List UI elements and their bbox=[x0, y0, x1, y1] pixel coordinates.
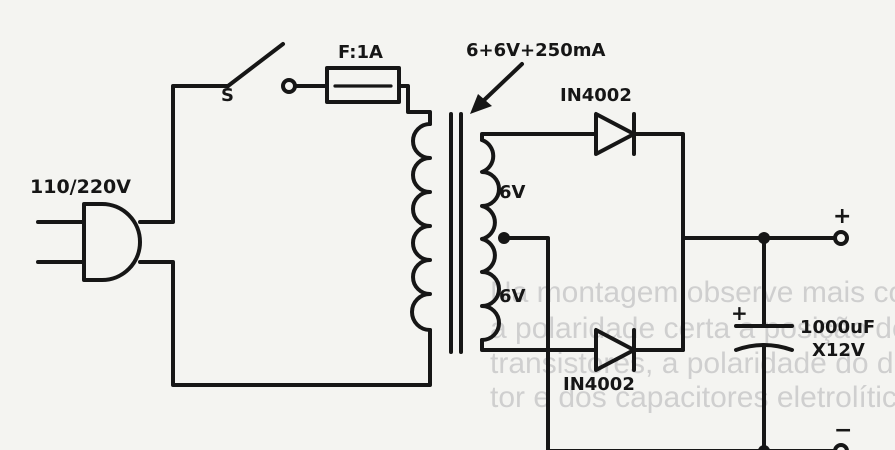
wire-secondary-top-to-diode bbox=[480, 132, 598, 142]
fuse: F:1A bbox=[294, 42, 401, 104]
switch-label: S bbox=[221, 85, 234, 106]
diode-top-label: IN4002 bbox=[560, 85, 632, 106]
positive-output-terminal[interactable] bbox=[833, 230, 849, 246]
capacitor-voltage-label: X12V bbox=[812, 340, 865, 361]
diode-bottom-label: IN4002 bbox=[563, 374, 635, 395]
wire-plug-to-switch bbox=[138, 84, 230, 224]
negative-junction-dot bbox=[758, 445, 770, 450]
pointer-arrow-shaft bbox=[478, 62, 524, 106]
plug-body bbox=[82, 202, 142, 282]
show-through-line-1: Na montagem observe mais componentes bbox=[490, 276, 895, 309]
tap-upper-label: 6V bbox=[499, 182, 526, 203]
fuse-rating-label: F:1A bbox=[338, 42, 383, 63]
switch-contact bbox=[281, 78, 297, 94]
transformer-rating-label: 6+6V+250mA bbox=[466, 40, 605, 61]
diode-bottom-triangle bbox=[594, 328, 636, 372]
tap-lower-label: 6V bbox=[499, 286, 526, 307]
negative-output-terminal[interactable] bbox=[833, 443, 849, 450]
primary-winding bbox=[410, 122, 432, 332]
diode-bottom: IN4002 bbox=[480, 328, 685, 395]
wire-fuse-to-primary bbox=[397, 84, 432, 126]
positive-output-label: + bbox=[833, 204, 851, 229]
switch-s: S bbox=[221, 42, 297, 106]
transformer: 6V 6V 6+6V+250mA bbox=[410, 40, 605, 354]
show-through-line-4: tor e dos capacitores eletrolíticos. bbox=[490, 381, 895, 414]
wire-plug-to-primary-bottom bbox=[138, 260, 432, 387]
wire-secondary-bottom-to-diode bbox=[480, 338, 598, 352]
mains-voltage-label: 110/220V bbox=[30, 176, 131, 198]
diode-top: IN4002 bbox=[480, 85, 636, 156]
capacitor-polarity-label: + bbox=[731, 301, 748, 325]
filter-capacitor: + 1000uF X12V bbox=[731, 236, 875, 450]
mains-plug: 110/220V bbox=[30, 176, 142, 282]
capacitor-value-label: 1000uF bbox=[800, 317, 875, 338]
show-through-text: Na montagem observe mais componentes a p… bbox=[490, 276, 895, 414]
pointer-arrow-head bbox=[470, 94, 492, 114]
negative-output-label: − bbox=[834, 418, 852, 443]
show-through-line-3: transistores, a polaridade do diodo dete… bbox=[490, 347, 895, 380]
switch-lever bbox=[226, 42, 285, 88]
wire-diodes-common bbox=[632, 132, 685, 352]
diode-top-triangle bbox=[594, 112, 636, 156]
secondary-winding bbox=[480, 138, 501, 342]
show-through-line-2: a polaridade certa a posição dos bbox=[490, 312, 895, 345]
wire-center-tap-to-ground bbox=[502, 236, 550, 450]
